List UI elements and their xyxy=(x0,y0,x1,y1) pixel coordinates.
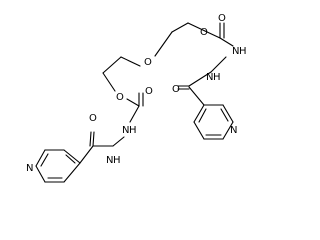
bond xyxy=(89,131,92,147)
atom-label-oxygen: O xyxy=(145,86,153,97)
bond xyxy=(79,145,94,164)
atom-label-nitrogen: N xyxy=(122,125,129,136)
atom-label-oxygen: O xyxy=(144,57,152,68)
bond xyxy=(204,30,221,39)
bond xyxy=(120,56,141,67)
bond xyxy=(198,108,207,123)
bond xyxy=(129,105,140,123)
atom-label-oxygen: O xyxy=(172,84,180,95)
bond xyxy=(102,72,116,92)
bond xyxy=(63,162,81,183)
bond xyxy=(35,149,46,167)
bond xyxy=(187,22,206,32)
atom-label-nitrogen: N xyxy=(106,155,113,166)
atom-label-nitrogen: N xyxy=(206,72,213,83)
atom-label-oxygen: O xyxy=(218,13,226,24)
atom-label-oxygen: O xyxy=(116,92,124,103)
bond xyxy=(112,136,125,147)
structure-diagram: O O N H N H O N O O O N H N H O N xyxy=(26,13,247,183)
bonds xyxy=(35,22,234,183)
bond xyxy=(171,22,189,33)
bond xyxy=(219,37,234,47)
bond xyxy=(65,154,76,164)
bond xyxy=(63,149,81,164)
atom-label-hydrogen: H xyxy=(213,72,221,83)
bond xyxy=(188,86,205,106)
bond xyxy=(210,56,227,73)
atom-labels: O O N H N H O N O O O N H N H O N xyxy=(26,13,247,174)
bond xyxy=(220,108,229,122)
bond xyxy=(154,31,173,57)
atom-label-nitrogen: N xyxy=(232,46,239,57)
atom-label-hydrogen: H xyxy=(129,125,137,136)
atom-label-nitrogen: N xyxy=(230,125,237,136)
bond xyxy=(40,153,49,167)
atom-label-hydrogen: H xyxy=(239,46,247,57)
bond xyxy=(193,121,205,140)
atom-label-hydrogen: H xyxy=(113,155,121,166)
bond xyxy=(222,121,234,140)
bond xyxy=(92,131,95,147)
bond xyxy=(188,71,212,87)
atom-label-nitrogen: N xyxy=(26,163,33,174)
bond xyxy=(35,165,46,183)
bond xyxy=(126,98,140,107)
atom-label-oxygen: O xyxy=(200,27,208,38)
bond xyxy=(102,56,122,74)
atom-label-oxygen: O xyxy=(89,113,97,124)
bond xyxy=(193,104,205,123)
bond xyxy=(222,104,234,123)
